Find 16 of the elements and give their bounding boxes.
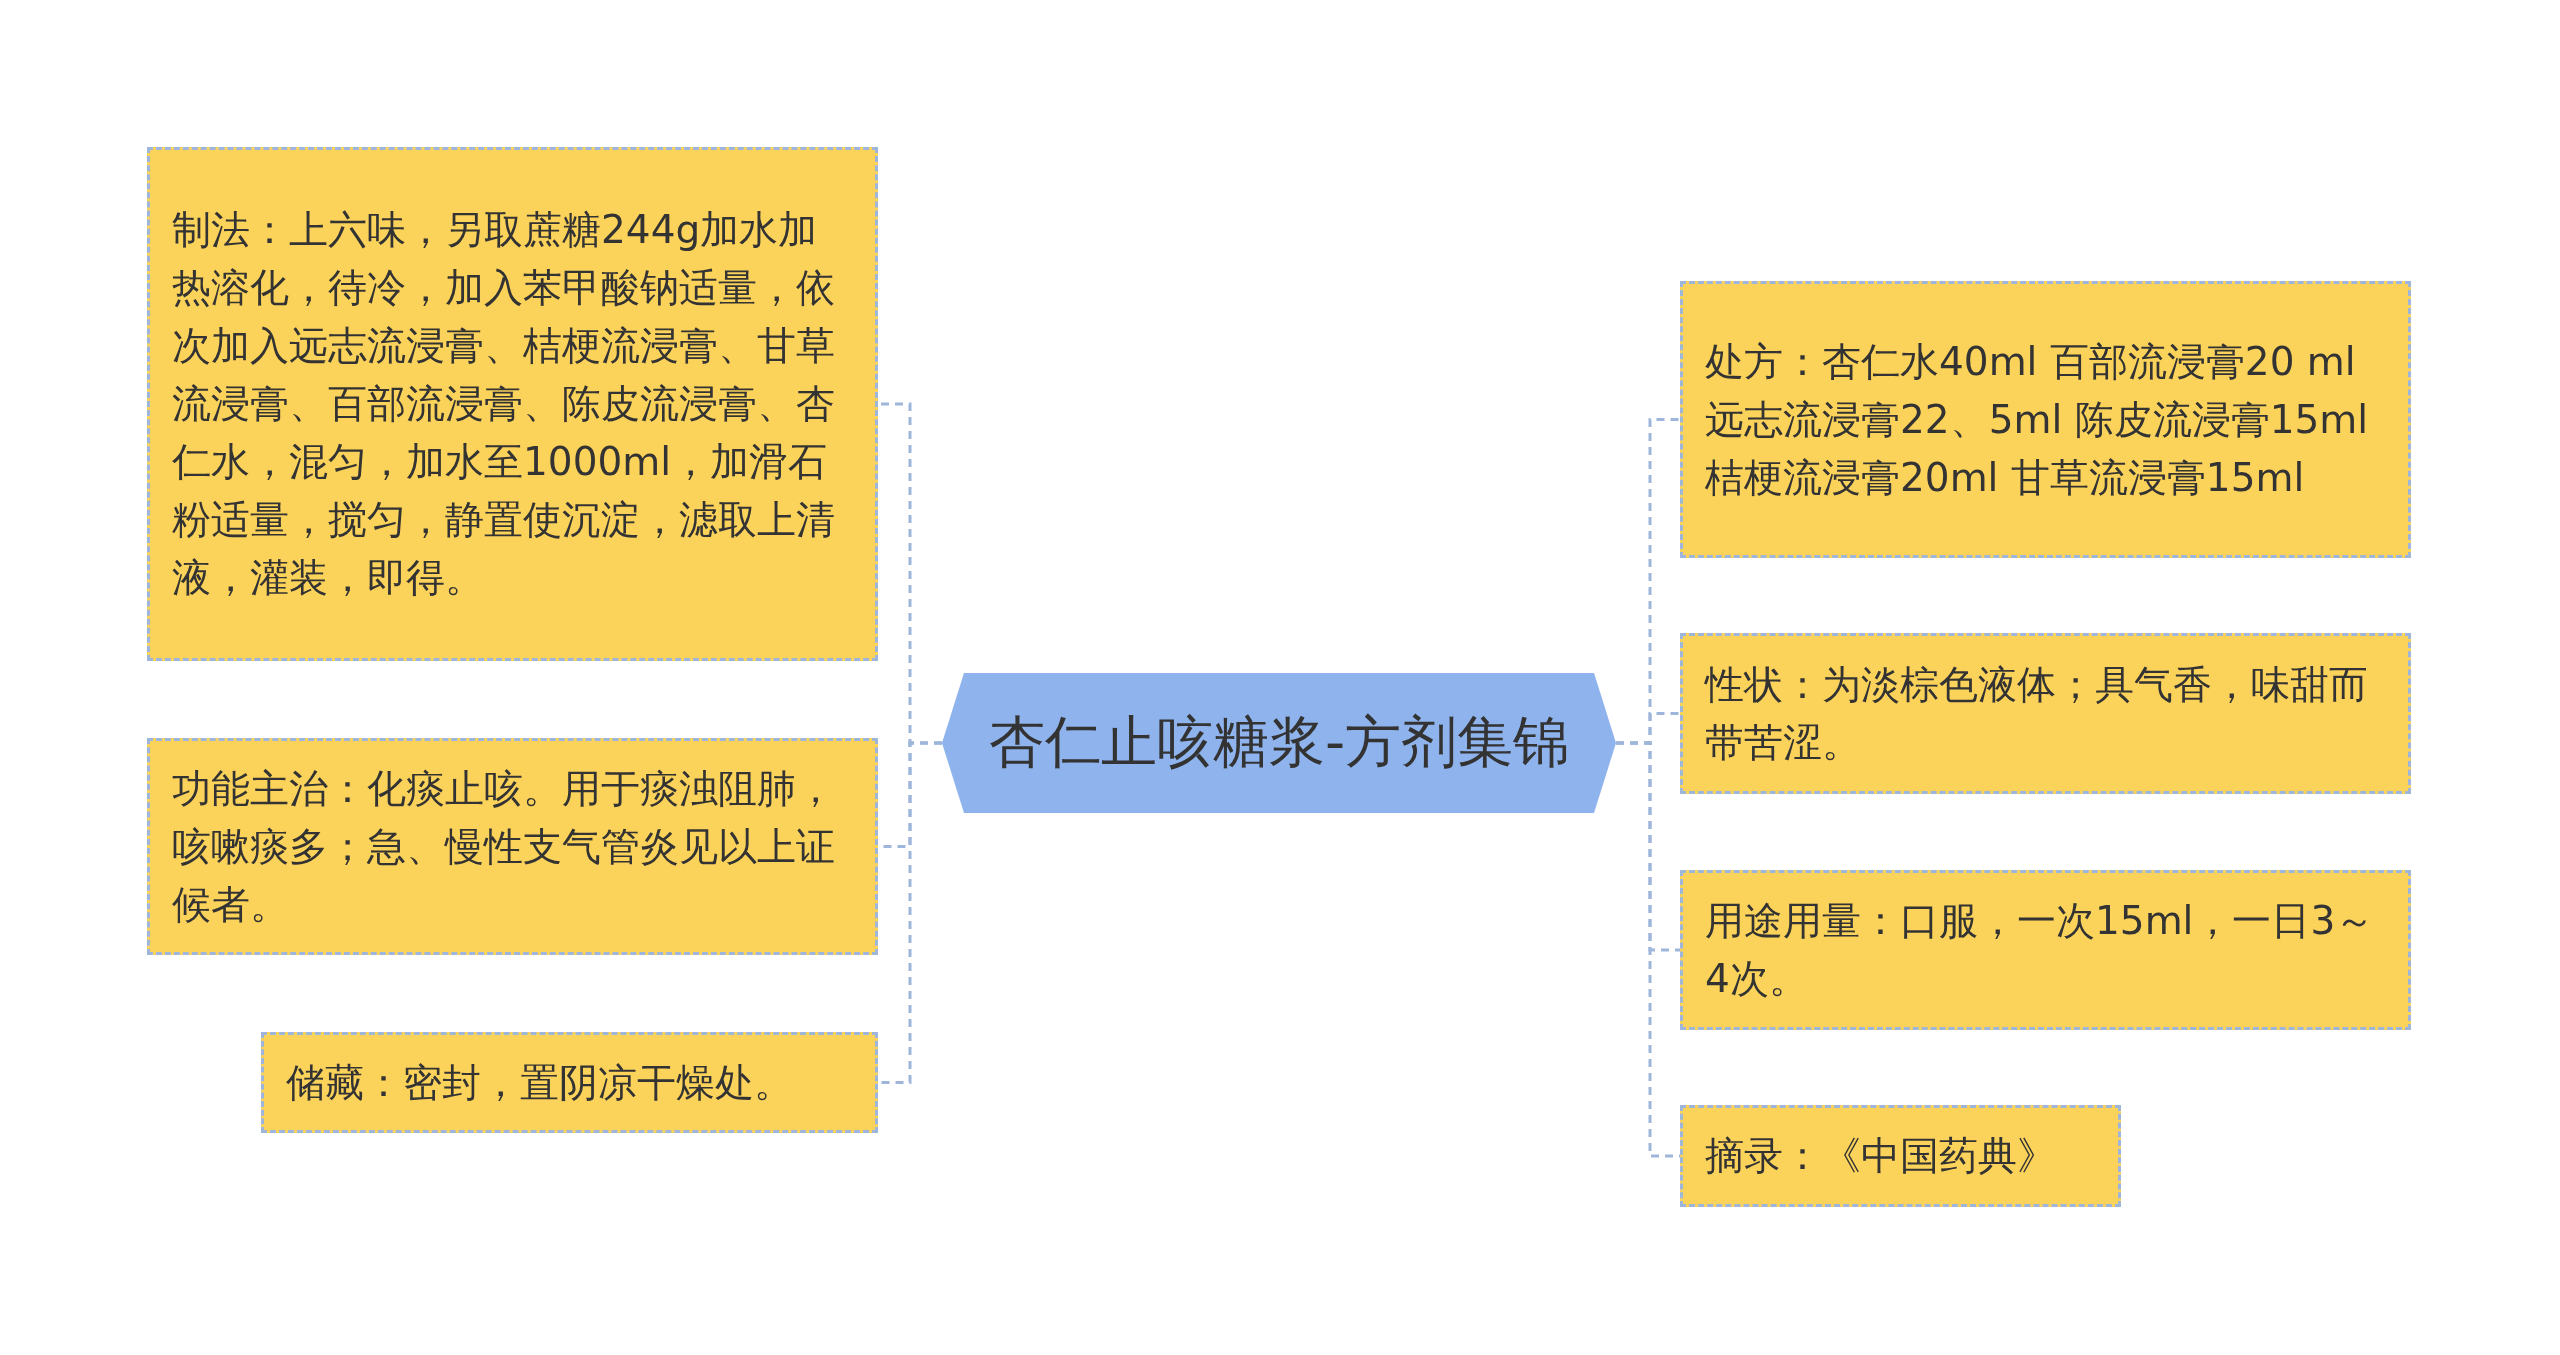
info-card xyxy=(1680,1105,2121,1207)
info-card xyxy=(147,147,878,661)
card-text: 制法：上六味，另取蔗糖244g加水加热溶化，待冷，加入苯甲酸钠适量，依次加入远志流浸膏、桔梗流浸膏、甘草流浸膏、百部流浸膏、陈皮流浸膏、杏仁水，混匀，加水至1000ml，加滑石粉适量，搅匀，静置使沉淀，滤取上清液，灌装，即得。 xyxy=(172,206,836,602)
card-text: 摘录：《中国药典》 xyxy=(1705,1132,2056,1180)
topic-hexagon xyxy=(942,673,1616,813)
info-card xyxy=(1680,633,2411,794)
card-text: 功能主治：化痰止咳。用于痰浊阻肺，咳嗽痰多；急、慢性支气管炎见以上证候者。 xyxy=(172,764,836,929)
info-card xyxy=(147,738,878,955)
card-text: 储藏：密封，置阴凉干燥处。 xyxy=(286,1058,793,1107)
topic-text: 杏仁止咳糖浆-方剂集锦 xyxy=(988,708,1570,776)
info-card xyxy=(1680,281,2411,558)
card-text: 用途用量：口服，一次15ml，一日3～4次。 xyxy=(1705,897,2376,1003)
info-card xyxy=(261,1032,878,1133)
card-text: 处方：杏仁水40ml 百部流浸膏20 ml 远志流浸膏22、5ml 陈皮流浸膏15ml 桔梗流浸膏20ml 甘草流浸膏15ml xyxy=(1705,337,2370,502)
card-text: 性状：为淡棕色液体；具气香，味甜而带苦涩。 xyxy=(1705,660,2369,767)
info-card xyxy=(1680,870,2411,1030)
